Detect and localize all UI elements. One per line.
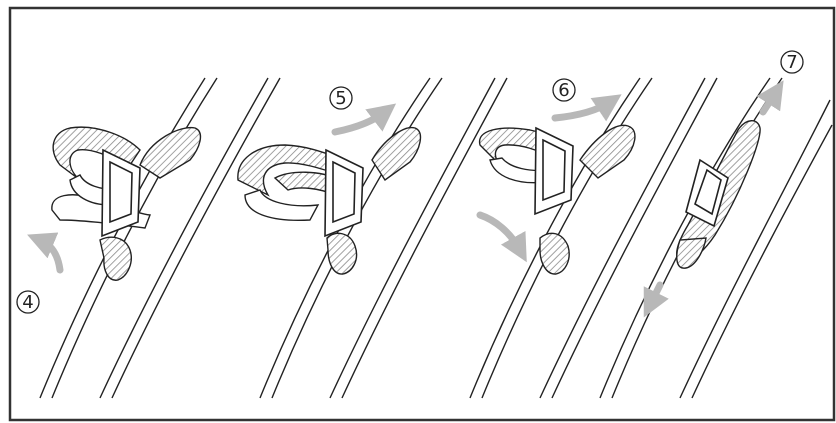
strap-loops — [478, 124, 636, 275]
step-5-panel: 5 — [237, 77, 508, 399]
step-4-label: 4 — [22, 292, 33, 313]
buckle-icon — [101, 148, 141, 238]
arrow-icon — [331, 103, 397, 136]
step-4-panel: 4 — [16, 77, 281, 399]
step-6-badge: 6 — [552, 78, 576, 102]
arrow-icon — [643, 281, 669, 318]
step-7-label: 7 — [786, 52, 797, 73]
strap-band — [599, 77, 833, 399]
step-5-badge: 5 — [329, 86, 353, 110]
buckle-icon — [534, 126, 574, 216]
step-7-panel: 7 — [599, 50, 833, 399]
arrow-icon — [756, 80, 784, 116]
step-5-label: 5 — [335, 88, 346, 109]
strap-band — [469, 77, 718, 399]
step-6-label: 6 — [558, 80, 569, 101]
arrow-icon — [27, 232, 64, 274]
arrow-icon — [551, 94, 622, 122]
arrow-icon — [476, 211, 527, 263]
step-6-panel: 6 — [469, 77, 718, 399]
strap-band — [39, 77, 281, 399]
buckle-icon — [324, 148, 364, 238]
buckle-icon — [685, 158, 729, 228]
step-7-badge: 7 — [780, 50, 804, 74]
strap-band — [259, 77, 508, 399]
diagram-border — [8, 6, 836, 422]
strap-loops — [237, 126, 422, 275]
step-4-badge: 4 — [16, 290, 40, 314]
